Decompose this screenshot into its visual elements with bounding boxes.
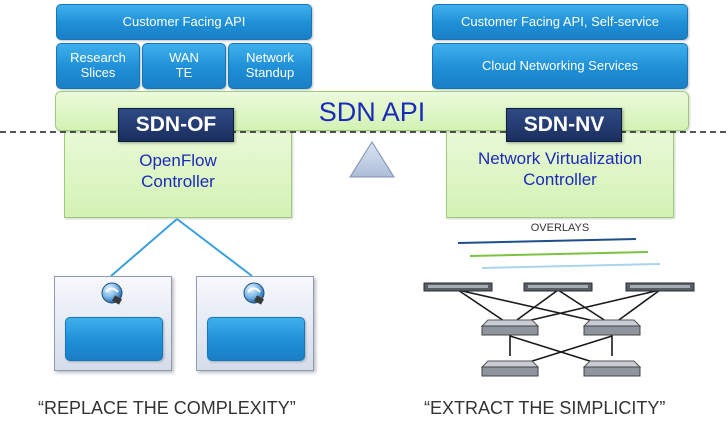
router-node: [582, 360, 642, 377]
openflow-controller-line1: OpenFlow: [139, 151, 217, 170]
app-label-line1: WAN: [169, 50, 199, 66]
app-box-network-standup: Network Standup: [228, 43, 312, 89]
tor-switch: [625, 282, 695, 292]
left-customer-api-box: Customer Facing API: [56, 4, 312, 40]
triangle-icon: [349, 141, 395, 178]
nv-controller-label: Network Virtualization Controller: [436, 148, 684, 190]
router-node: [480, 319, 540, 336]
left-customer-api-label: Customer Facing API: [122, 13, 246, 29]
right-customer-api-box: Customer Facing API, Self-service: [432, 4, 688, 40]
app-label-line2: Standup: [245, 65, 295, 80]
switch-blue-panel: [65, 317, 163, 361]
overlays-label: OVERLAYS: [530, 222, 590, 234]
openflow-switch-icon: [243, 282, 265, 305]
cloud-networking-services-label: Cloud Networking Services: [481, 57, 639, 73]
openflow-controller-line2: Controller: [141, 172, 215, 191]
openflow-controller-label: OpenFlow Controller: [64, 150, 292, 192]
switch-blue-panel: [207, 317, 305, 361]
openflow-switch-icon: [101, 282, 123, 305]
app-label-line2: TE: [175, 65, 193, 80]
sdn-nv-badge: SDN-NV: [506, 108, 622, 142]
app-label-line1: Research: [70, 50, 126, 66]
cloud-networking-services-box: Cloud Networking Services: [432, 43, 688, 89]
sdn-api-label: SDN API: [318, 97, 426, 127]
app-box-wan-te: WAN TE: [142, 43, 226, 89]
caption-extract-simplicity: “EXTRACT THE SIMPLICITY”: [424, 398, 666, 418]
link-line: [110, 218, 178, 277]
openflow-switch-left: [54, 276, 172, 371]
app-label-line1: Network: [246, 50, 294, 66]
sdn-of-badge: SDN-OF: [118, 108, 234, 142]
router-node: [480, 360, 540, 377]
nv-controller-line1: Network Virtualization: [477, 149, 643, 168]
right-customer-api-label: Customer Facing API, Self-service: [461, 13, 659, 29]
overlay-line: [469, 251, 649, 257]
nv-controller-line2: Controller: [523, 170, 597, 189]
link-line: [176, 218, 253, 277]
overlay-line: [481, 263, 661, 269]
openflow-switch-right: [196, 276, 314, 371]
app-label-line2: Slices: [80, 65, 116, 80]
app-box-research-slices: Research Slices: [56, 43, 140, 89]
tor-switch: [523, 282, 593, 292]
overlay-line: [457, 238, 637, 244]
caption-replace-complexity: “REPLACE THE COMPLEXITY”: [38, 398, 296, 418]
tor-switch: [423, 282, 493, 292]
router-node: [582, 319, 642, 336]
